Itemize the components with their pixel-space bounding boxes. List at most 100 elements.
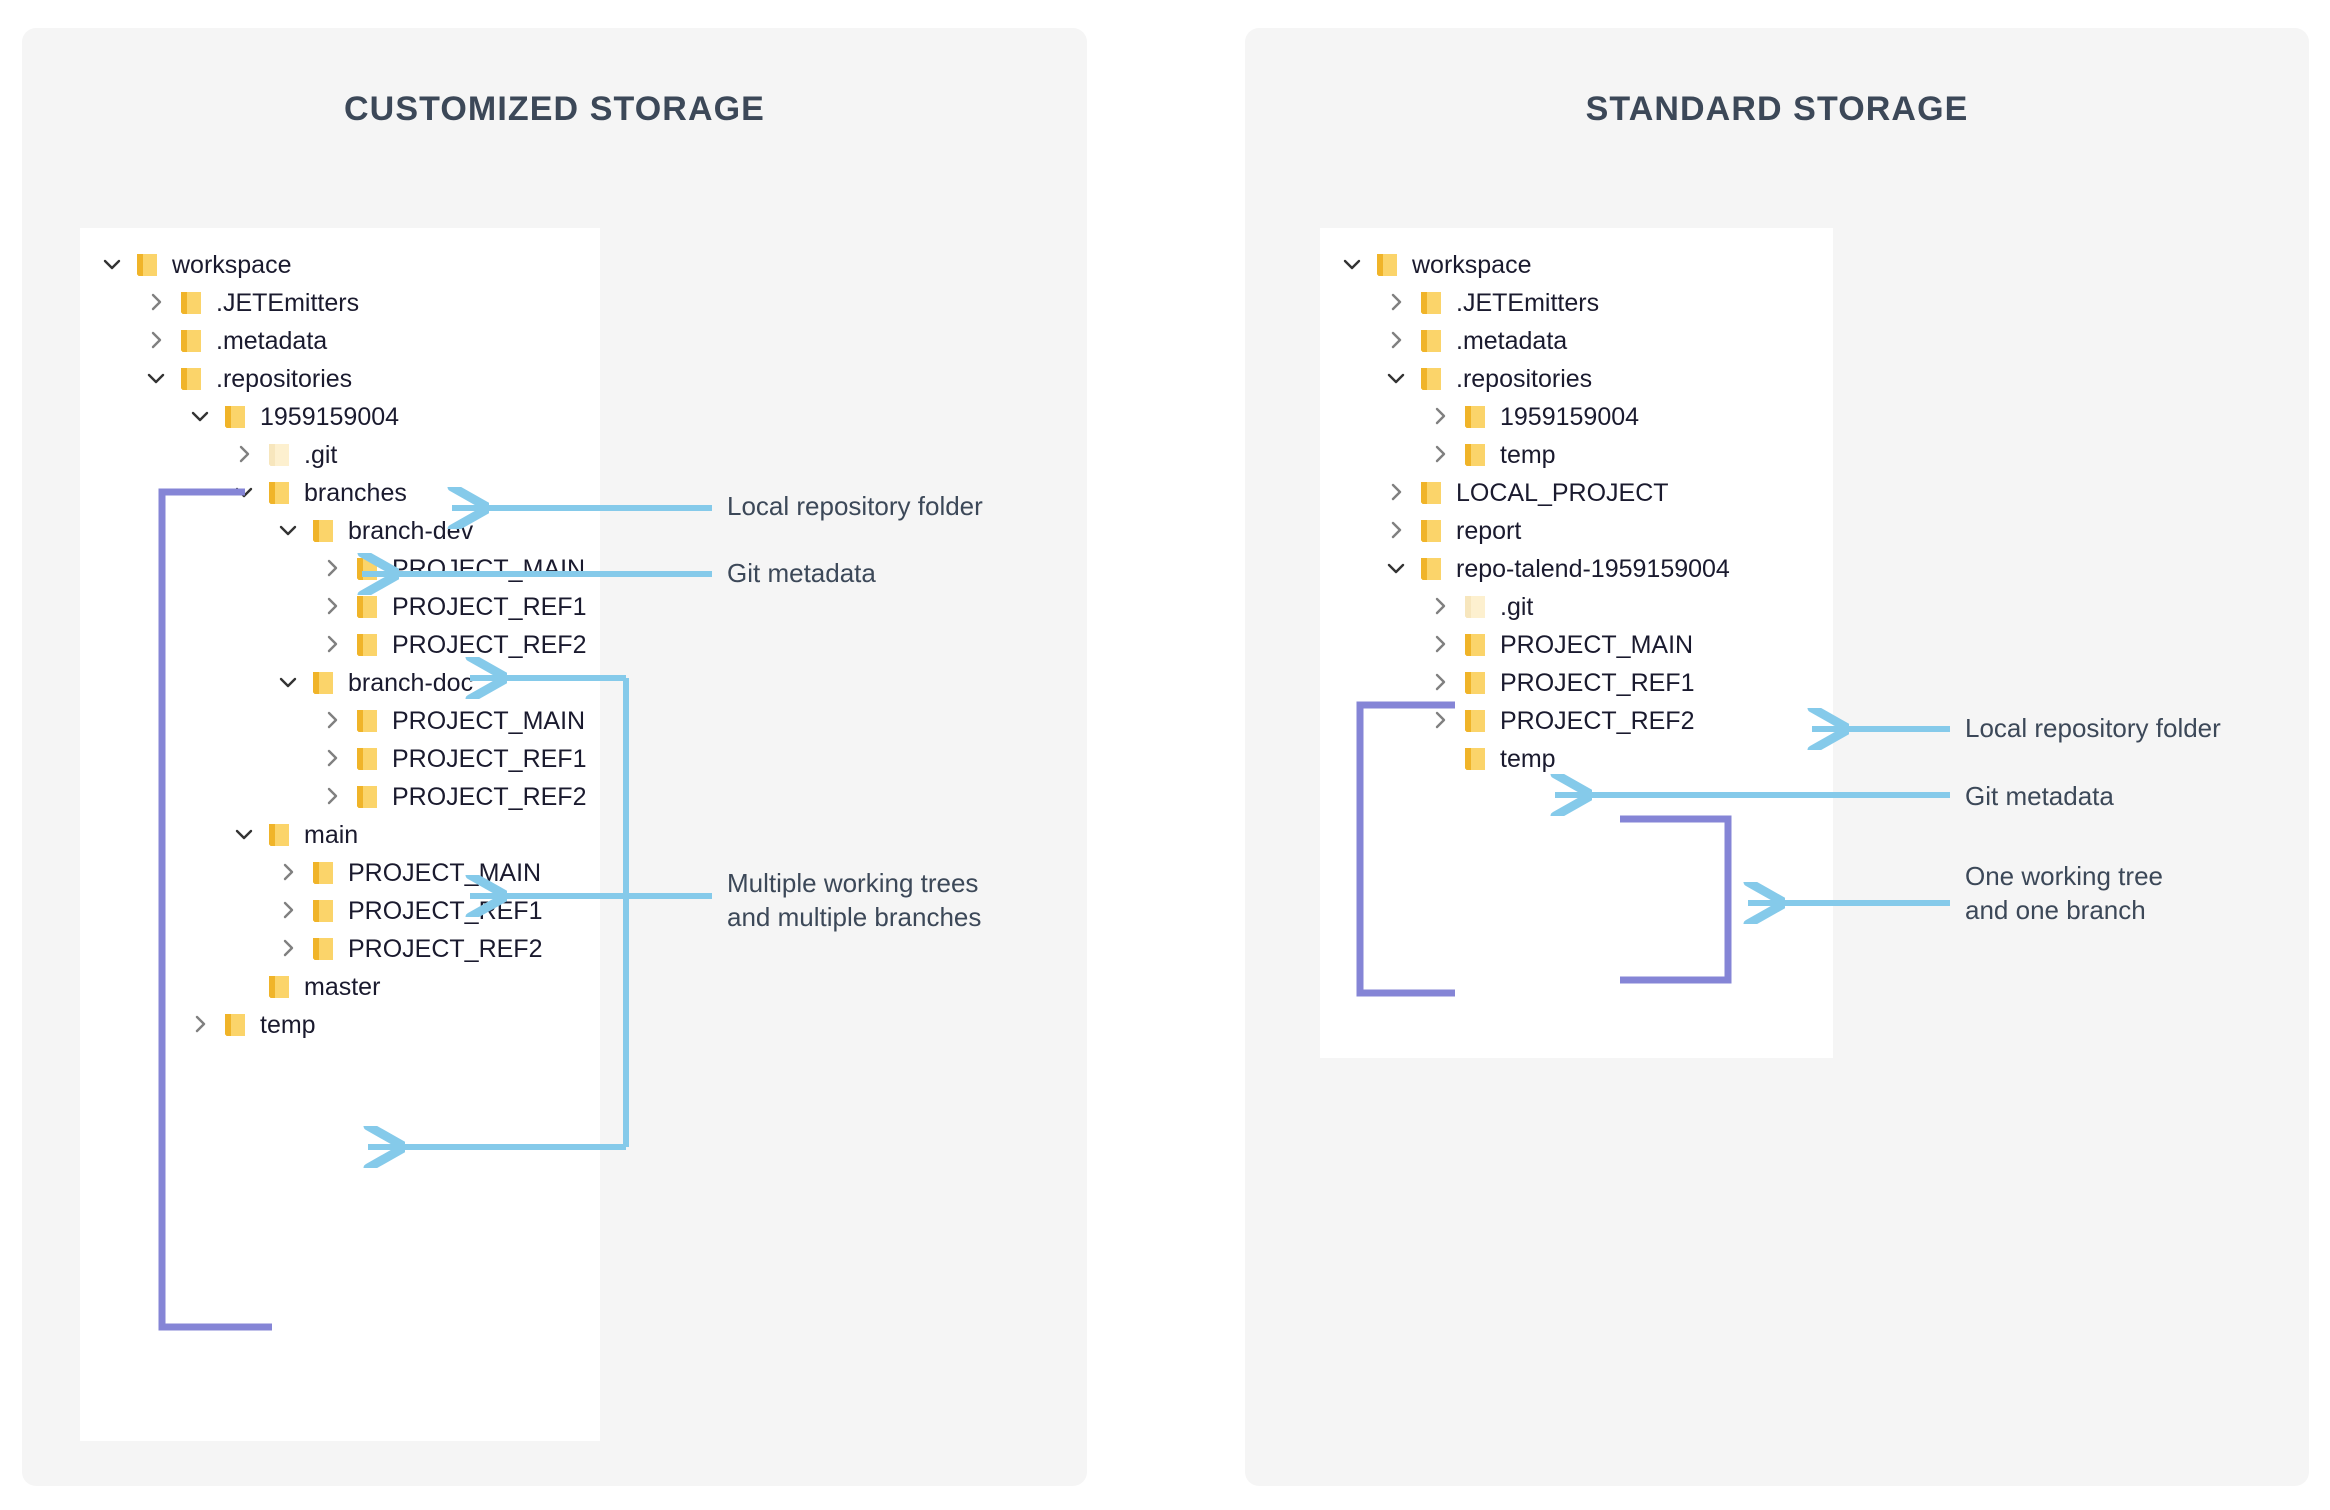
folder-icon [134,253,160,277]
tree-item-label: PROJECT_REF2 [392,782,587,811]
chevron-right-icon[interactable] [278,900,300,922]
folder-icon [178,291,204,315]
annotation-one-working-tree-right: One working tree and one branch [1965,861,2163,926]
customized-row-project-ref1[interactable]: PROJECT_REF1 [322,588,586,626]
tree-item-label: temp [260,1010,316,1039]
chevron-down-icon[interactable] [1386,368,1408,390]
chevron-right-icon[interactable] [322,710,344,732]
chevron-right-icon[interactable] [190,1014,212,1036]
folder-icon [178,329,204,353]
annotation-local-repository-folder-right: Local repository folder [1965,713,2221,743]
customized-row-project-main[interactable]: PROJECT_MAIN [322,550,585,588]
chevron-right-icon[interactable] [1386,330,1408,352]
standard-row-project-ref2[interactable]: PROJECT_REF2 [1430,702,1694,740]
standard-row-workspace[interactable]: workspace [1342,246,1532,284]
folder-icon [266,975,292,999]
standard-row--metadata[interactable]: .metadata [1386,322,1567,360]
standard-row--git[interactable]: .git [1430,588,1533,626]
chevron-right-icon[interactable] [278,862,300,884]
customized-row-workspace[interactable]: workspace [102,246,292,284]
customized-row--jetemitters[interactable]: .JETEmitters [146,284,359,322]
chevron-down-icon[interactable] [278,520,300,542]
folder-icon [178,367,204,391]
standard-row--repositories[interactable]: .repositories [1386,360,1592,398]
customized-row-master[interactable]: master [234,968,380,1006]
standard-row-local-project[interactable]: LOCAL_PROJECT [1386,474,1669,512]
standard-row-project-ref1[interactable]: PROJECT_REF1 [1430,664,1694,702]
chevron-right-icon[interactable] [1430,406,1452,428]
chevron-right-icon[interactable] [278,938,300,960]
folder-icon [1462,595,1488,619]
customized-row-project-ref2[interactable]: PROJECT_REF2 [322,778,586,816]
customized-row-temp[interactable]: temp [190,1006,316,1044]
chevron-down-icon[interactable] [102,254,124,276]
folder-icon [266,481,292,505]
chevron-down-icon[interactable] [234,482,256,504]
standard-row-report[interactable]: report [1386,512,1521,550]
folder-icon [1418,329,1444,353]
chevron-right-icon[interactable] [322,786,344,808]
customized-row-branch-dev[interactable]: branch-dev [278,512,473,550]
chevron-right-icon[interactable] [1386,292,1408,314]
chevron-right-icon[interactable] [322,634,344,656]
chevron-right-icon[interactable] [1430,596,1452,618]
chevron-right-icon[interactable] [234,444,256,466]
chevron-right-icon[interactable] [322,748,344,770]
standard-row-repo-talend-1959159004[interactable]: repo-talend-1959159004 [1386,550,1730,588]
tree-item-label: .JETEmitters [1456,288,1600,317]
chevron-down-icon[interactable] [278,672,300,694]
customized-row-branch-doc[interactable]: branch-doc [278,664,473,702]
chevron-down-icon[interactable] [234,824,256,846]
tree-item-label: PROJECT_REF2 [392,630,587,659]
folder-icon [1418,291,1444,315]
customized-row--git[interactable]: .git [234,436,337,474]
chevron-down-icon[interactable] [190,406,212,428]
chevron-right-icon[interactable] [322,596,344,618]
chevron-down-icon[interactable] [1386,558,1408,580]
tree-item-label: PROJECT_REF1 [348,896,543,925]
customized-row-project-ref1[interactable]: PROJECT_REF1 [322,740,586,778]
tree-item-label: PROJECT_REF1 [392,592,587,621]
folder-icon [354,709,380,733]
chevron-down-icon[interactable] [146,368,168,390]
customized-row-project-ref2[interactable]: PROJECT_REF2 [278,930,542,968]
folder-icon [266,823,292,847]
chevron-right-icon[interactable] [1430,634,1452,656]
chevron-down-icon[interactable] [1342,254,1364,276]
folder-icon [1418,367,1444,391]
customized-row-project-ref1[interactable]: PROJECT_REF1 [278,892,542,930]
folder-icon [310,937,336,961]
customized-row--repositories[interactable]: .repositories [146,360,352,398]
customized-row-main[interactable]: main [234,816,358,854]
folder-icon [1462,671,1488,695]
customized-row-project-main[interactable]: PROJECT_MAIN [278,854,541,892]
customized-row-project-ref2[interactable]: PROJECT_REF2 [322,626,586,664]
chevron-right-icon[interactable] [146,292,168,314]
tree-item-label: workspace [172,250,292,279]
customized-row-branches[interactable]: branches [234,474,407,512]
folder-icon [310,899,336,923]
standard-row-temp[interactable]: temp [1430,740,1556,778]
chevron-right-icon[interactable] [1430,672,1452,694]
chevron-right-icon[interactable] [146,330,168,352]
panel-title-standard: STANDARD STORAGE [1585,90,1969,128]
standard-row-project-main[interactable]: PROJECT_MAIN [1430,626,1693,664]
tree-item-label: master [304,972,381,1001]
chevron-right-icon[interactable] [1386,520,1408,542]
customized-row--metadata[interactable]: .metadata [146,322,327,360]
annotation-git-metadata-right: Git metadata [1965,781,2114,811]
customized-row-1959159004[interactable]: 1959159004 [190,398,399,436]
chevron-right-icon[interactable] [1386,482,1408,504]
folder-icon [222,405,248,429]
tree-item-label: report [1456,516,1522,545]
standard-row--jetemitters[interactable]: .JETEmitters [1386,284,1599,322]
customized-row-project-main[interactable]: PROJECT_MAIN [322,702,585,740]
standard-row-temp[interactable]: temp [1430,436,1556,474]
tree-item-label: .repositories [1456,364,1593,393]
standard-row-1959159004[interactable]: 1959159004 [1430,398,1639,436]
folder-icon [1462,709,1488,733]
chevron-right-icon[interactable] [1430,710,1452,732]
chevron-right-icon[interactable] [322,558,344,580]
chevron-right-icon[interactable] [1430,444,1452,466]
folder-icon [1462,633,1488,657]
